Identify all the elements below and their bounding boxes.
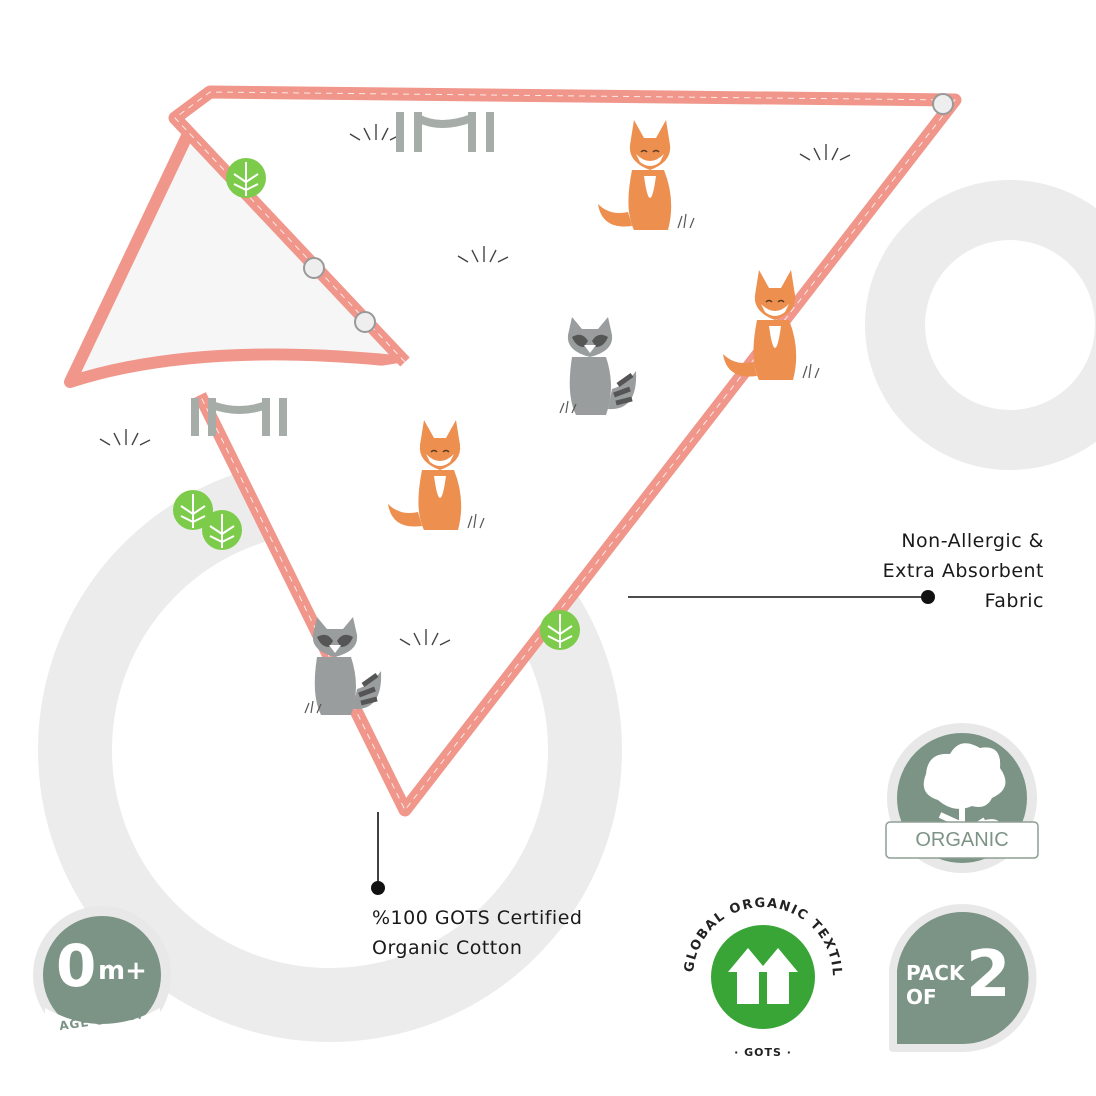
pack-count: 2	[966, 938, 1011, 1012]
snap-buttons	[303, 93, 954, 333]
pack-line-1: PACK	[906, 961, 965, 985]
cotton-feature-line-2: Organic Cotton	[372, 937, 523, 959]
fabric-feature-callout: Non-Allergic & Extra Absorbent Fabric	[883, 526, 1044, 616]
gots-right-arrow-icon	[758, 948, 798, 1004]
legs-print	[396, 112, 494, 152]
cotton-feature-callout: %100 GOTS Certified Organic Cotton	[372, 903, 582, 963]
cotton-feature-line-1: %100 GOTS Certified	[372, 907, 583, 929]
fabric-feature-line-1: Non-Allergic &	[901, 530, 1044, 552]
pack-badge	[889, 904, 1037, 1052]
fabric-feature-line-2: Extra Absorbent	[882, 560, 1044, 582]
age-group-badge	[33, 906, 171, 1046]
fabric-feature-line-3: Fabric	[984, 590, 1044, 612]
age-value: 0	[56, 932, 97, 1000]
bg-circle-small	[865, 180, 1096, 470]
pack-line-2: OF	[906, 985, 937, 1009]
bib-back-panel	[70, 92, 405, 380]
cotton-icon	[923, 743, 1006, 809]
organic-badge	[885, 723, 1039, 873]
gots-bottom-text: · GOTS ·	[734, 1046, 792, 1059]
organic-label: ORGANIC	[915, 829, 1009, 851]
bib-front-panel	[175, 92, 955, 810]
gots-left-arrow-icon	[728, 948, 768, 1004]
age-unit: m+	[98, 956, 147, 986]
